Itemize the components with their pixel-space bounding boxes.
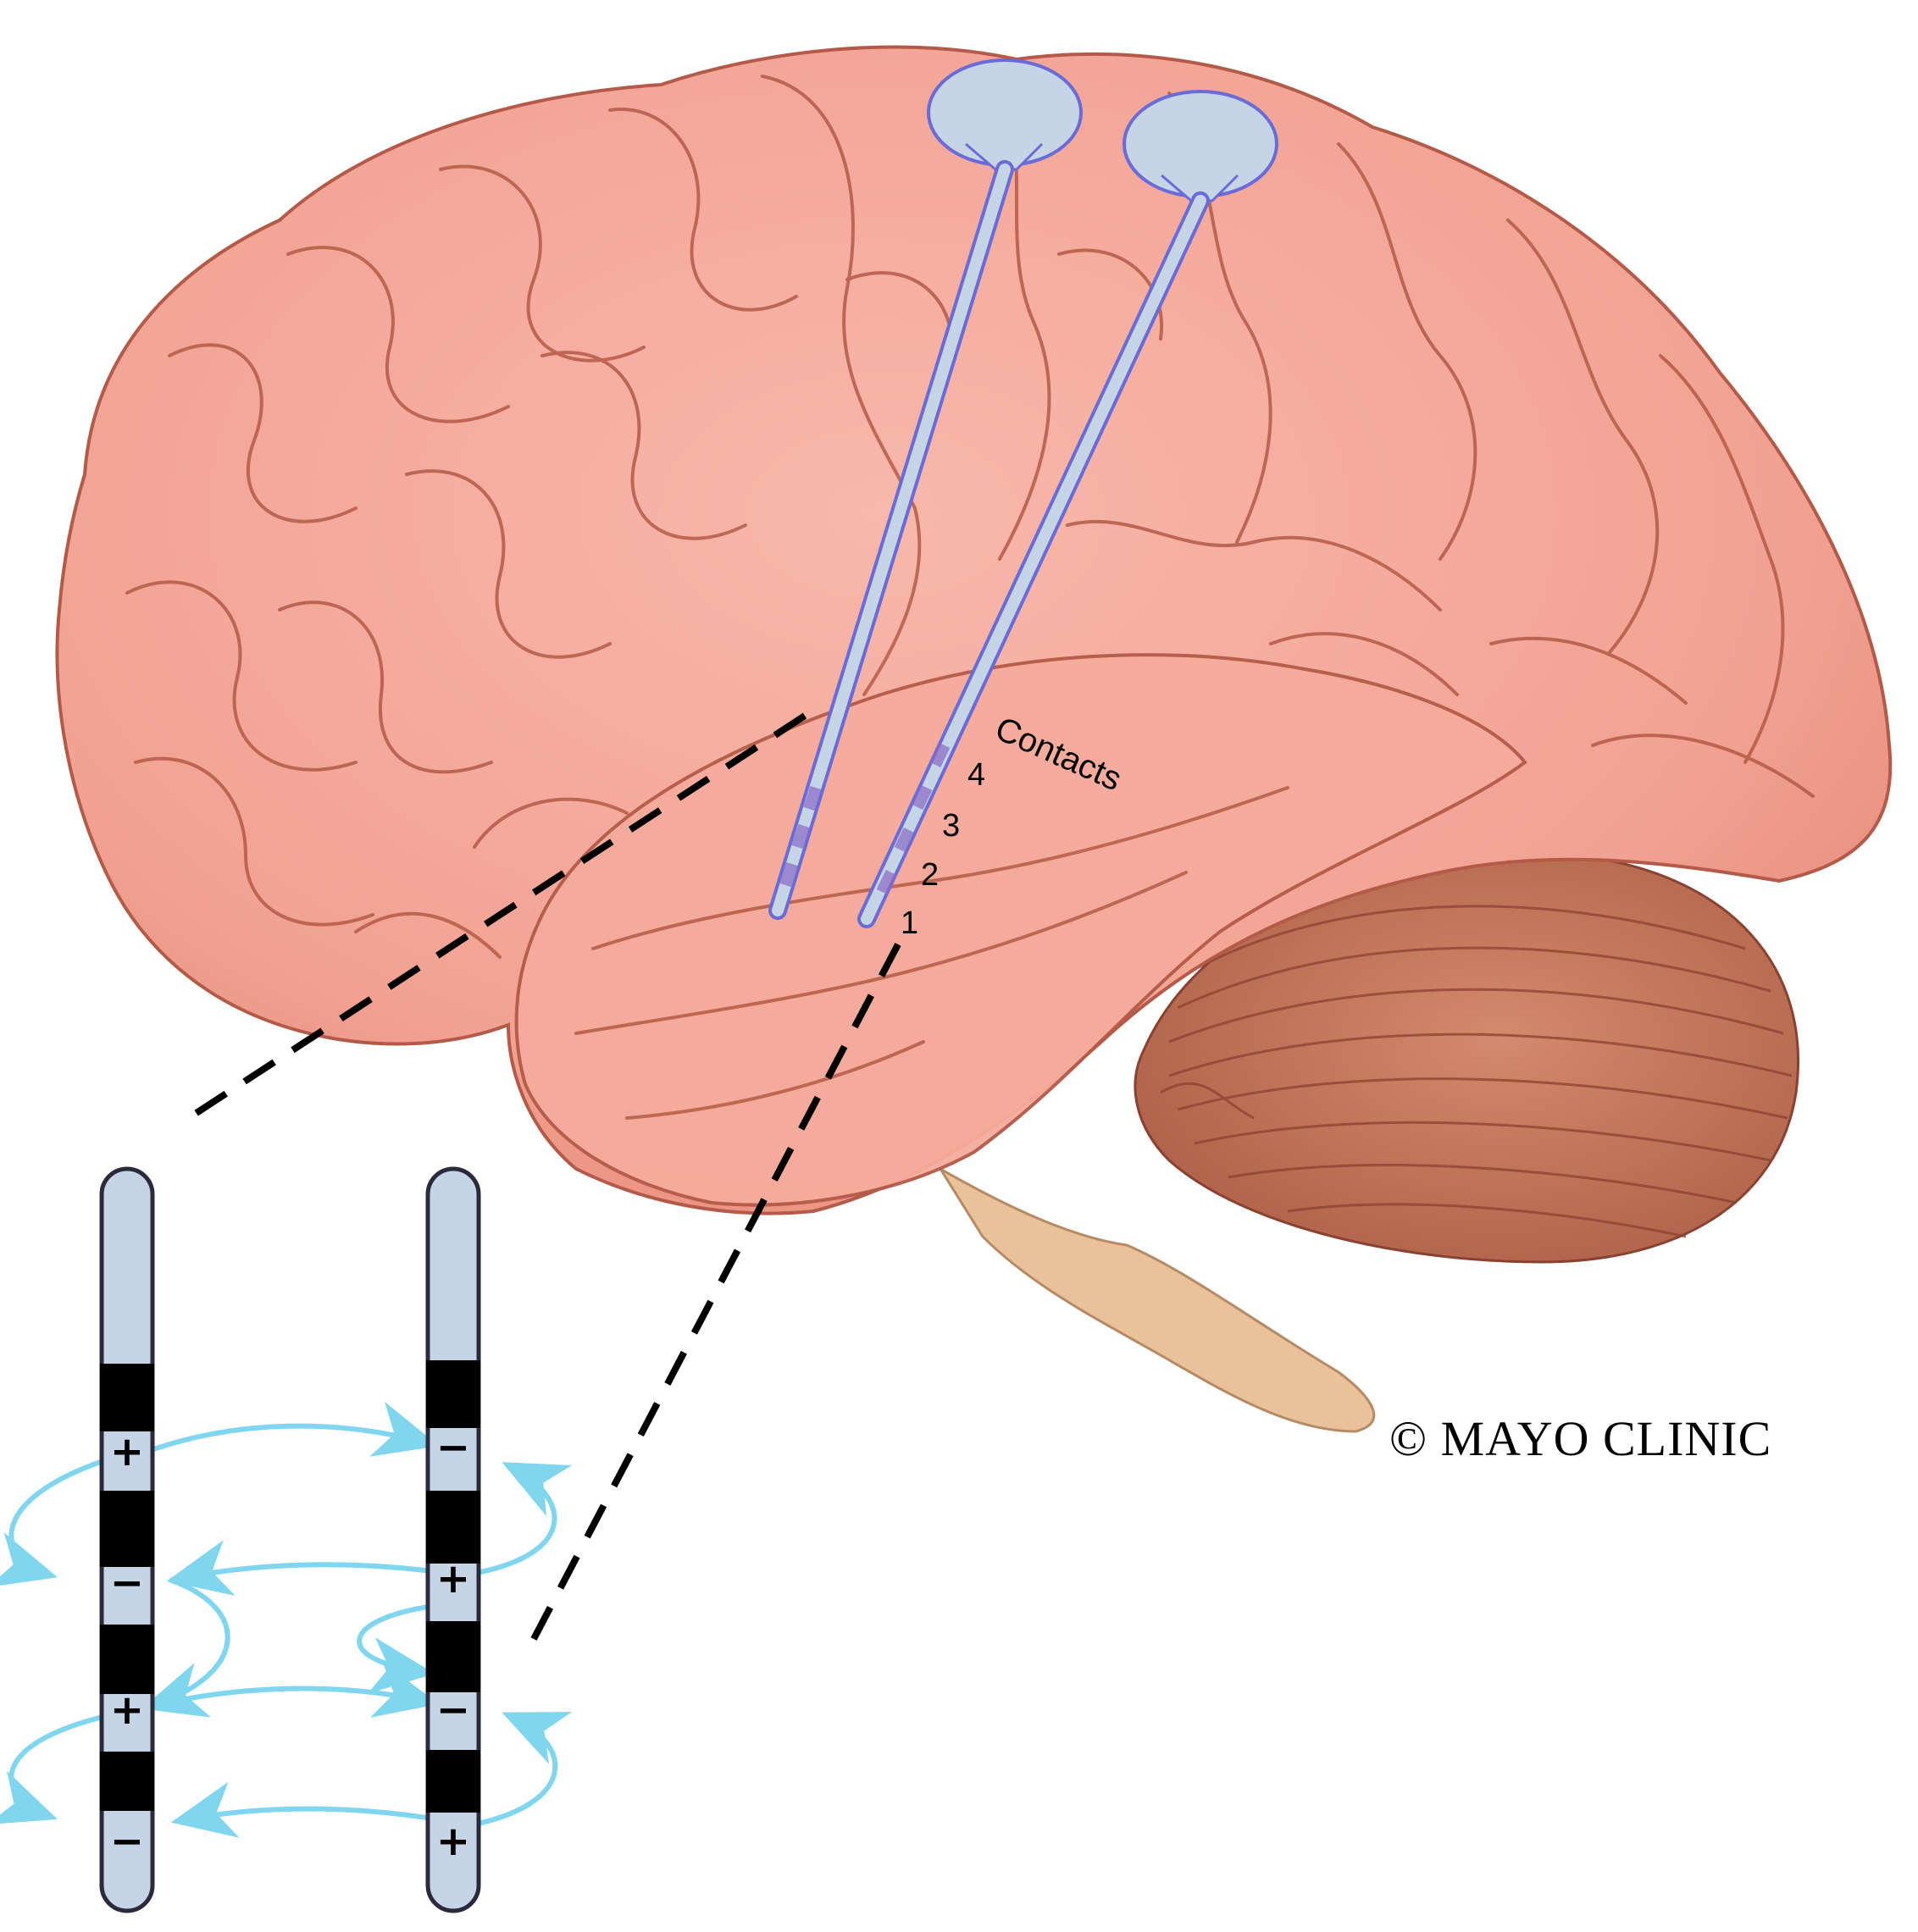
contact-number-2: 2 xyxy=(921,857,939,893)
insulator-band xyxy=(426,1750,480,1813)
polarity-sign: + xyxy=(436,1818,470,1865)
insulator-band xyxy=(100,1752,154,1811)
insulator-band xyxy=(100,1364,154,1431)
polarity-sign: − xyxy=(436,1424,470,1471)
cerebellum-folia xyxy=(1160,905,1793,1238)
insulator-band xyxy=(100,1625,154,1694)
polarity-sign: + xyxy=(436,1555,470,1603)
polarity-sign: − xyxy=(110,1818,144,1865)
electrode-right: − + − + xyxy=(425,1135,481,1913)
polarity-sign: − xyxy=(436,1686,470,1734)
polarity-sign: + xyxy=(110,1686,144,1734)
contact-number-4: 4 xyxy=(967,757,985,793)
copyright-text: © MAYO CLINIC xyxy=(1389,1411,1772,1466)
contact-number-3: 3 xyxy=(942,808,960,844)
electrode-left: + − + − xyxy=(99,1135,155,1913)
insulator-band xyxy=(426,1491,480,1564)
zoom-lines xyxy=(180,712,901,1641)
insulator-band xyxy=(426,1621,480,1692)
brainstem xyxy=(939,1167,1376,1433)
polarity-sign: − xyxy=(110,1559,144,1607)
field-lines xyxy=(0,1401,573,1838)
insulator-band xyxy=(100,1491,154,1567)
contact-number-1: 1 xyxy=(901,905,918,941)
insulator-band xyxy=(426,1360,480,1428)
dbs-lead-right xyxy=(857,90,1278,928)
polarity-sign: + xyxy=(110,1428,144,1475)
cerebrum xyxy=(55,45,1893,1215)
dbs-lead-left xyxy=(768,58,1083,920)
